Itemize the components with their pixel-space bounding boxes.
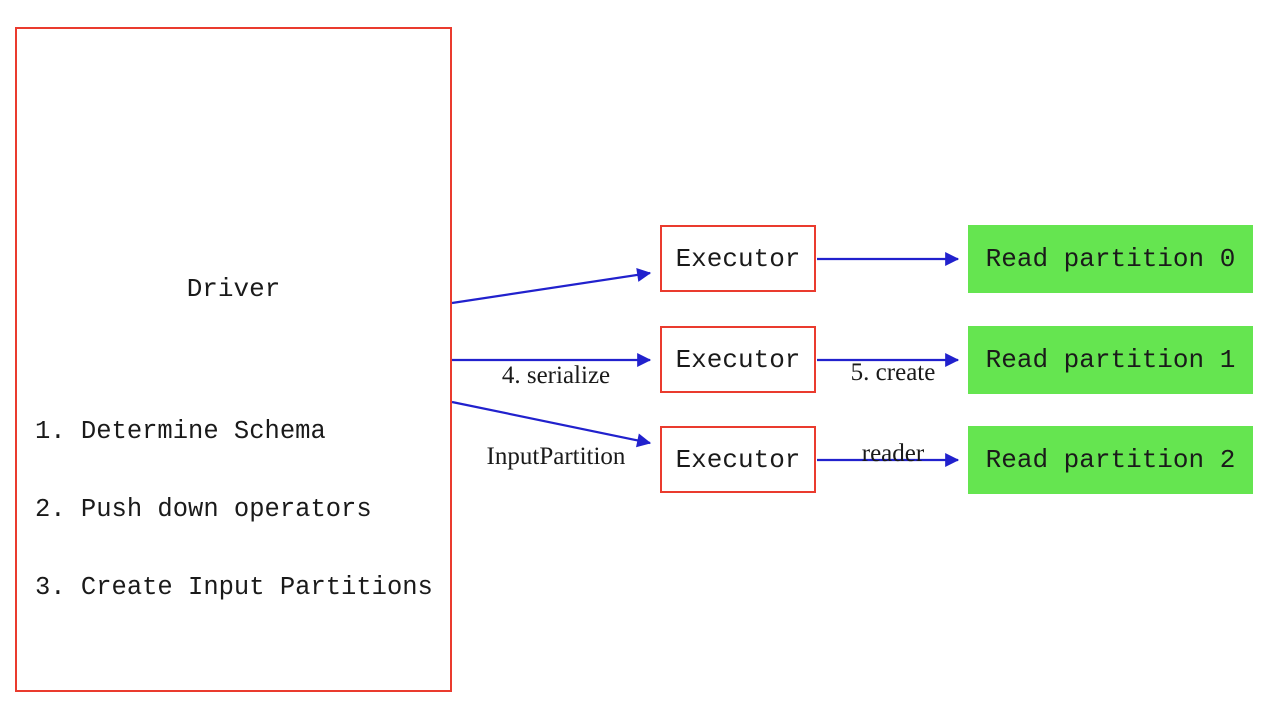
executor-label: Executor <box>675 444 801 475</box>
executor-label: Executor <box>675 344 801 375</box>
driver-step-1: 1. Determine Schema <box>35 417 326 446</box>
read-partition-label: Read partition 0 <box>985 244 1236 274</box>
driver-box: Driver 1. Determine Schema 2. Push down … <box>15 27 452 692</box>
read-partition-box-0: Read partition 0 <box>968 225 1253 293</box>
edge-label-line: InputPartition <box>486 443 626 470</box>
driver-step-2: 2. Push down operators <box>35 495 372 524</box>
edge-label-line: reader <box>861 440 925 467</box>
read-partition-box-2: Read partition 2 <box>968 426 1253 494</box>
edge-label-line: 4. serialize <box>501 362 611 389</box>
executor-box-2: Executor <box>660 426 816 493</box>
edge-label-line: 5. create <box>850 359 936 386</box>
driver-step-3: 3. Create Input Partitions <box>35 573 433 602</box>
read-partition-label: Read partition 1 <box>985 345 1236 375</box>
read-partition-box-1: Read partition 1 <box>968 326 1253 394</box>
executor-box-1: Executor <box>660 326 816 393</box>
driver-title: Driver <box>186 274 281 304</box>
arrow-driver-to-executor-0 <box>451 268 652 305</box>
driver-steps: 1. Determine Schema 2. Push down operato… <box>35 367 433 653</box>
read-partition-label: Read partition 2 <box>985 445 1236 475</box>
executor-box-0: Executor <box>660 225 816 292</box>
edge-label-create-reader: 5. create reader <box>793 305 993 521</box>
edge-label-serialize-inputpartition: 4. serialize InputPartition <box>446 308 666 524</box>
executor-label: Executor <box>675 243 801 274</box>
